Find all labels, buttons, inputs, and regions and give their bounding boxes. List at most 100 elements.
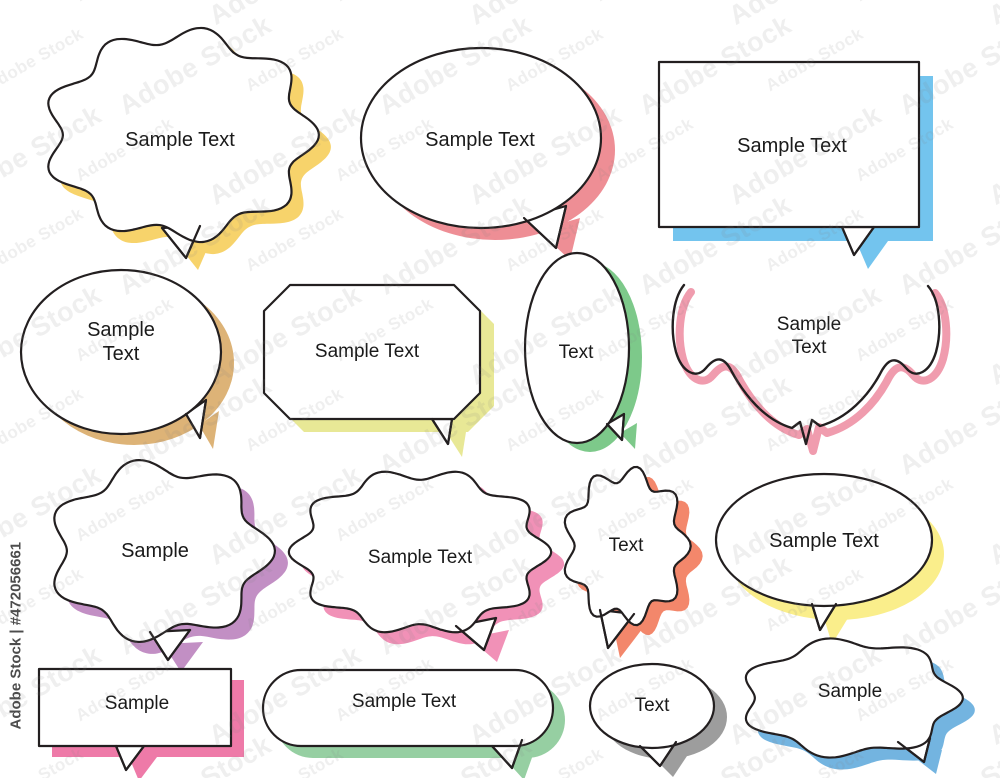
watermark-tile: Adobe Stock — [852, 653, 957, 726]
bubble-outline-flower-purple — [53, 459, 277, 662]
watermark-tile: Adobe Stock — [203, 639, 367, 751]
watermark-tile: Adobe Stock — [983, 279, 1000, 391]
watermark-tile: Adobe Stock — [113, 549, 277, 661]
bubble-label-ellipse-yellow: Sample Text — [769, 530, 879, 552]
watermark-tile: Adobe Stock — [633, 549, 797, 661]
watermark-tile: Adobe Stock — [114, 729, 277, 778]
bubble-outline-ellipse-gray — [588, 662, 716, 768]
bubble-shadow-ellipse-tan — [34, 281, 234, 449]
bubble-outline-scallop-pink — [287, 470, 553, 652]
watermark-tile: Adobe Stock — [332, 113, 437, 186]
bubble-label-cloud-yellow: Sample Text — [125, 129, 235, 151]
bubble-shadow-ellipse-pink — [375, 60, 615, 260]
bubble-label-ellipse-tan: Sample Text — [87, 319, 155, 366]
adobe-stock-credit: Adobe Stock | #472056661 — [0, 0, 32, 778]
bubble-label-scallop-pink: Sample Text — [367, 547, 473, 568]
watermark-tile: Adobe Stock — [72, 293, 177, 366]
bubble-shadow-open-scallop-pink — [675, 288, 951, 455]
watermark-tile: Adobe Stock — [592, 0, 697, 6]
watermark-tile: Adobe Stock — [762, 744, 867, 778]
watermark-tile: Adobe Stock — [463, 279, 627, 391]
bubble-shadow-octagon-lime — [278, 298, 494, 457]
watermark-tile: Adobe Stock — [332, 293, 437, 366]
bubble-label-octagon-lime: Sample Text — [314, 341, 420, 362]
adobe-stock-credit-text: Adobe Stock | #472056661 — [7, 541, 25, 730]
bubble-label-burst-coral: Text — [608, 535, 644, 556]
watermark-tile: Adobe Stock — [72, 0, 177, 6]
bubble-shadow-ellipse-gray — [603, 675, 727, 777]
bubble-outline-rounded-green — [261, 668, 555, 770]
bubble-shadow-burst-coral — [576, 477, 703, 658]
watermark-tile: Adobe Stock — [373, 9, 537, 121]
watermark-tile: Adobe Stock — [72, 653, 177, 726]
bubble-label-rounded-green: Sample Text — [351, 691, 457, 712]
bubble-label-tall-ellipse-green: Text — [558, 342, 594, 363]
watermark-tile: Adobe Stock — [373, 189, 537, 301]
bubble-outline-rect-blue — [657, 60, 921, 257]
watermark-tile: Adobe Stock — [332, 653, 437, 726]
watermark-tile: Adobe Stock — [203, 459, 367, 571]
bubble-shadow-ellipse-yellow — [728, 488, 944, 644]
watermark-tile: Adobe Stock — [852, 293, 957, 366]
watermark-tile: Adobe Stock — [633, 9, 797, 121]
watermark-tile: Adobe Stock — [852, 473, 957, 546]
bubble-outline-cloud-yellow — [47, 26, 320, 260]
watermark-tile: Adobe Stock — [724, 0, 887, 32]
watermark-tile: Adobe Stock — [464, 0, 627, 32]
bubble-label-rect-magenta: Sample — [104, 693, 170, 714]
bubble-outline-ellipse-yellow — [714, 472, 934, 632]
bubble-shadow-scallop-pink — [301, 483, 565, 662]
watermark-tile: Adobe Stock — [592, 653, 697, 726]
watermark-tile: Adobe Stock — [633, 189, 797, 301]
bubble-label-ellipse-pink: Sample Text — [425, 129, 535, 151]
watermark-tile: Adobe Stock — [592, 293, 697, 366]
watermark-tile: Adobe Stock — [204, 0, 367, 32]
watermark-tile: Adobe Stock — [373, 549, 537, 661]
watermark-tile: Adobe Stock — [634, 729, 797, 778]
watermark-tile: Adobe Stock — [502, 23, 607, 96]
watermark-tile: Adobe Stock — [242, 203, 347, 276]
bubble-shadow-cloud-blue — [757, 650, 975, 774]
watermark-tile: Adobe Stock — [893, 9, 1000, 121]
bubble-label-ellipse-gray: Text — [634, 695, 670, 716]
bubble-shadow-rounded-green — [275, 682, 565, 778]
watermark-tile: Adobe Stock — [463, 99, 627, 211]
bubble-outline-rect-magenta — [37, 667, 233, 772]
watermark-tile: Adobe Stock — [984, 0, 1000, 32]
watermark-tile: Adobe Stock — [242, 23, 347, 96]
bubble-outline-tall-ellipse-green — [523, 251, 631, 445]
watermark-tile: Adobe Stock — [852, 0, 957, 6]
watermark-tile: Adobe Stock — [113, 9, 277, 121]
bubble-label-open-scallop-pink: Sample Text — [776, 314, 842, 359]
watermark-tile: Adobe Stock — [72, 473, 177, 546]
watermark-tile: Adobe Stock — [592, 473, 697, 546]
bubble-shadow-tall-ellipse-green — [538, 262, 642, 452]
watermark-tile: Adobe Stock — [893, 549, 1000, 661]
watermark-tile: Adobe Stock — [203, 99, 367, 211]
watermark-tile: Adobe Stock — [113, 369, 277, 481]
bubble-shadow-rect-magenta — [52, 680, 244, 778]
watermark-tile: Adobe Stock — [373, 369, 537, 481]
bubble-shadow-flower-purple — [67, 472, 288, 672]
bubble-outline-ellipse-tan — [19, 268, 223, 440]
watermark-tile: Adobe Stock — [983, 99, 1000, 211]
watermark-tile: Adobe Stock — [762, 383, 867, 456]
bubble-label-rect-blue: Sample Text — [737, 135, 847, 157]
bubble-outline-ellipse-pink — [359, 46, 603, 250]
bubble-outline-cloud-blue — [744, 637, 964, 764]
watermark-tile: Adobe Stock — [332, 473, 437, 546]
watermark-tile: Adobe Stock — [502, 563, 607, 636]
watermark-tile: Adobe Stock — [723, 99, 887, 211]
watermark-tile: Adobe Stock — [762, 23, 867, 96]
watermark-tile: Adobe Stock — [723, 279, 887, 391]
watermark-tile: Adobe Stock — [113, 189, 277, 301]
bubble-outline-open-scallop-pink — [671, 283, 941, 446]
watermark-tile: Adobe Stock — [893, 189, 1000, 301]
watermark-tile: Adobe Stock — [502, 744, 607, 778]
bubble-label-flower-purple: Sample — [121, 540, 189, 562]
bubble-label-cloud-blue: Sample — [817, 681, 883, 702]
